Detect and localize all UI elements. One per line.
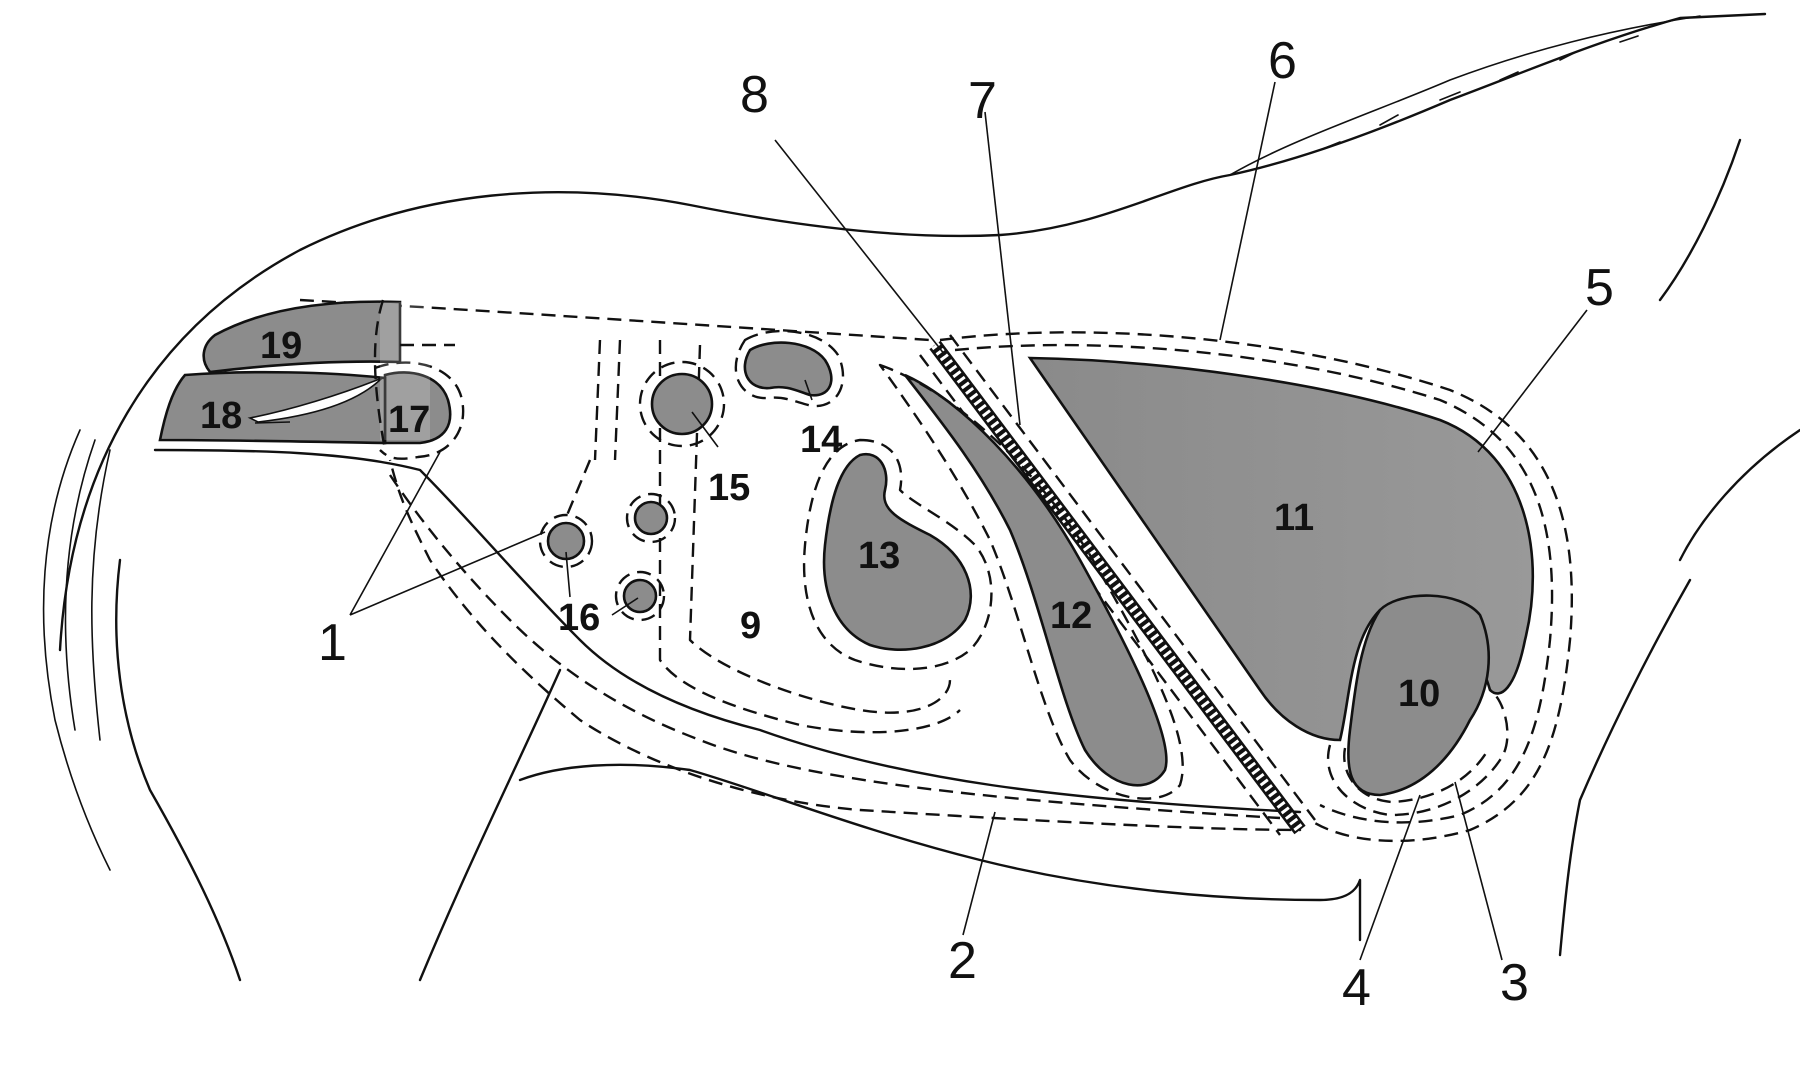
organ-16-b: [633, 500, 669, 536]
mane-texture: [1319, 35, 1639, 151]
leader-16: [565, 551, 639, 616]
tail-lines: [42, 429, 111, 871]
leader-2: [962, 811, 996, 936]
label-10: 10: [1398, 673, 1440, 715]
pelvic-line: [153, 448, 1302, 814]
label-9: 9: [740, 605, 761, 647]
label-6: 6: [1268, 32, 1297, 90]
leader-8: [774, 139, 946, 356]
label-4: 4: [1342, 959, 1371, 1017]
inner-labels: 9 10 11 12 13 14 15 16 17 18 19: [200, 325, 1440, 715]
cavity-outline-inner: [389, 474, 1281, 820]
leader-1: [349, 451, 546, 616]
leader-15: [691, 411, 719, 448]
mesentery-fold: [688, 344, 952, 714]
leader-5: [1477, 309, 1588, 453]
label-17: 17: [388, 399, 430, 441]
cavity-outline: [299, 298, 1302, 832]
label-19: 19: [260, 325, 302, 367]
pleura-inner: [954, 343, 1554, 824]
organ-12: [903, 373, 1168, 787]
body-cavity: [299, 298, 1302, 832]
foreleg-line: [1558, 578, 1692, 957]
label-7: 7: [968, 72, 997, 130]
organ-16-c: [622, 578, 658, 614]
label-18: 18: [200, 395, 242, 437]
pericardium-outline-inner: [1343, 747, 1490, 804]
label-8: 8: [740, 66, 769, 124]
back-line: [58, 12, 1767, 652]
organ-15: [650, 372, 714, 436]
organ-19: [202, 300, 402, 374]
organ-14: [743, 341, 833, 397]
label-15: 15: [708, 467, 750, 509]
organ-11-lung: [1027, 356, 1535, 742]
leader-18: [254, 421, 291, 424]
leader-7: [984, 111, 1021, 426]
leader-14: [804, 379, 813, 401]
leader-lines: [254, 81, 1588, 961]
organ-13: [822, 452, 973, 651]
rear-leg-line: [115, 558, 562, 982]
organ-17: [383, 371, 452, 445]
body-outline: [42, 12, 1800, 982]
label-14: 14: [800, 419, 842, 461]
leader-4: [1359, 794, 1421, 961]
mane-line: [1229, 15, 1701, 176]
label-5: 5: [1585, 259, 1614, 317]
leader-3: [1454, 781, 1503, 961]
pleura-outer: [939, 331, 1574, 843]
organs: [158, 299, 1535, 817]
neck-chest-line: [1658, 138, 1800, 562]
label-3: 3: [1500, 954, 1529, 1012]
peritoneal-fold: [563, 339, 961, 734]
rectum-dash: [373, 299, 387, 451]
outer-labels: 1 2 3 4 5 6 7 8: [318, 32, 1614, 1017]
organ-12-outline: [878, 363, 1184, 800]
label-12: 12: [1050, 595, 1092, 637]
label-1: 1: [318, 614, 347, 672]
pericardium-outline: [1327, 689, 1509, 817]
organ-18: [158, 370, 387, 445]
label-11: 11: [1274, 497, 1314, 539]
organ-17-outline: [374, 361, 465, 460]
label-2: 2: [948, 932, 977, 990]
leader-6: [1219, 81, 1276, 341]
belly-line: [518, 763, 1362, 942]
label-16: 16: [558, 597, 600, 639]
thoracic-cavity: [939, 331, 1574, 843]
organ-15-outline: [638, 360, 726, 448]
organ-13-outline: [802, 438, 993, 671]
label-13: 13: [858, 535, 900, 577]
organ-10-heart: [1347, 594, 1490, 797]
